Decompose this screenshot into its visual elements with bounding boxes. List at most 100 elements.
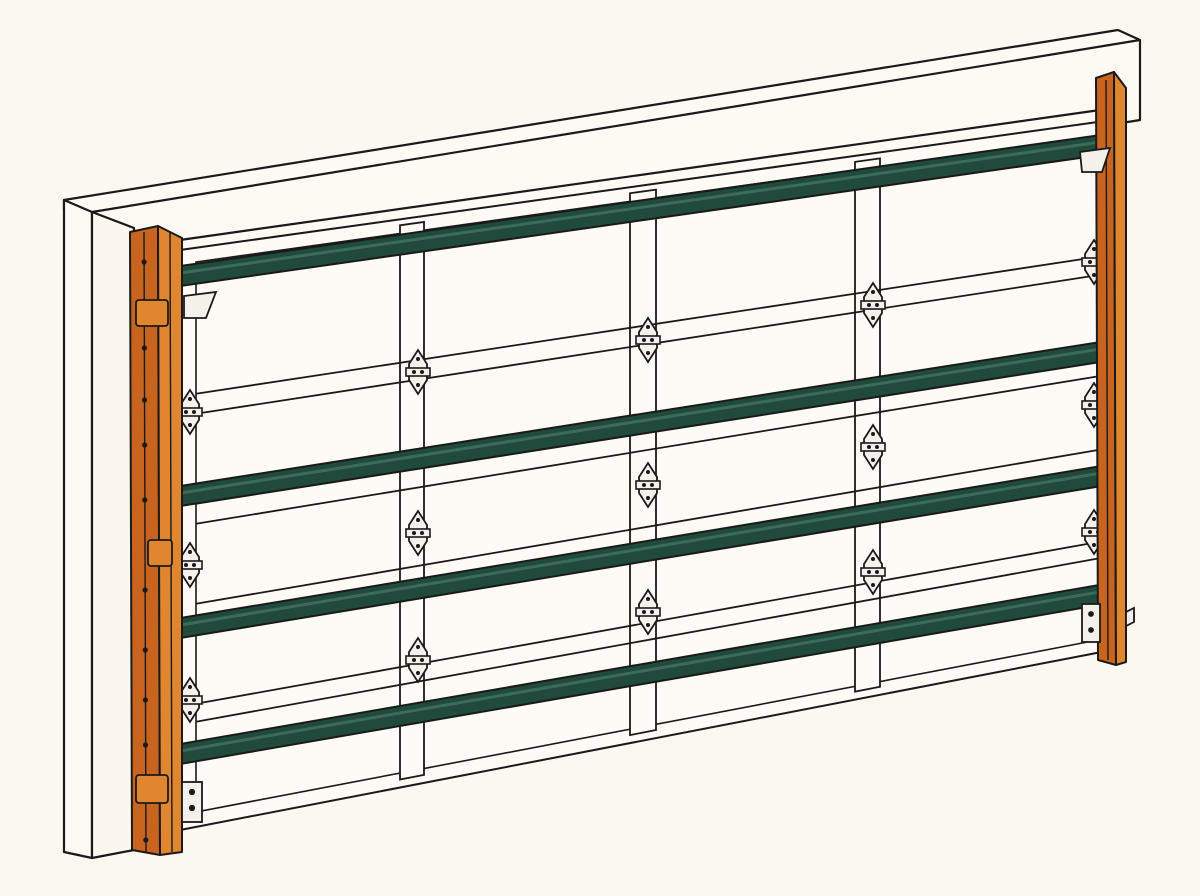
- hinge-plate-icon: [860, 281, 886, 329]
- hinge-knuckle: [860, 567, 886, 577]
- hinge-screw: [871, 316, 875, 320]
- hinge-screw: [184, 563, 188, 567]
- hinge-screw: [420, 370, 424, 374]
- hinge-plate-icon: [635, 588, 661, 636]
- hinge-screw: [188, 576, 192, 580]
- hinge-plate-icon: [405, 509, 431, 557]
- hinge-screw: [642, 483, 646, 487]
- hinge-screw: [650, 483, 654, 487]
- track-bracket-icon: [181, 781, 203, 823]
- track-bracket-icon: [147, 539, 173, 567]
- hinge-screw: [192, 698, 196, 702]
- hinge-screw: [416, 383, 420, 387]
- track-bolt: [142, 442, 148, 448]
- track-bolt: [141, 397, 148, 403]
- hinge-screw: [420, 658, 424, 662]
- hinge-screw: [188, 711, 192, 715]
- track-bracket-icon: [135, 774, 169, 804]
- strut-highlight: [181, 138, 1115, 275]
- track-bolt: [142, 587, 148, 593]
- section-rail-line: [195, 449, 1099, 605]
- hinge-screw: [650, 610, 654, 614]
- track-bolt: [142, 647, 148, 653]
- hinge-screw: [867, 445, 871, 449]
- hinge-screw: [1088, 403, 1092, 407]
- hinge-knuckle: [635, 335, 661, 345]
- hinge-screw: [1092, 416, 1096, 420]
- hinge-knuckle: [405, 367, 431, 377]
- hinge-screw: [871, 557, 875, 561]
- hinge-screw: [871, 583, 875, 587]
- hinge-screw: [646, 351, 650, 355]
- section-rail-line: [195, 375, 1099, 525]
- hinge-group: [177, 238, 1107, 724]
- hinge-knuckle: [860, 300, 886, 310]
- hinge-screw: [184, 410, 188, 414]
- wall-frame: [62, 28, 1142, 860]
- track-bracket-icon: [1081, 603, 1101, 643]
- top-left-roller-bracket: [183, 290, 218, 319]
- roller-icon: [1088, 611, 1094, 617]
- hinge-screw: [646, 470, 650, 474]
- hinge-screw: [650, 338, 654, 342]
- hinge-screw: [867, 570, 871, 574]
- hinge-plate-icon: [860, 423, 886, 471]
- hinge-screw: [1092, 247, 1096, 251]
- hinge-screw: [1092, 390, 1096, 394]
- hinge-screw: [646, 623, 650, 627]
- left-track-groove: [143, 231, 147, 853]
- hinge-screw: [871, 290, 875, 294]
- track-bracket-icon: [1079, 146, 1112, 173]
- hinge-knuckle: [405, 528, 431, 538]
- hinge-screw: [646, 597, 650, 601]
- hinge-screw: [1088, 530, 1092, 534]
- latch-icon: [1125, 606, 1135, 628]
- hinge-screw: [867, 303, 871, 307]
- hinge-screw: [192, 563, 196, 567]
- door-stile: [854, 157, 881, 693]
- hinge-screw: [1092, 517, 1096, 521]
- hinge-screw: [184, 698, 188, 702]
- header-inner-edge: [179, 108, 1101, 242]
- hinge-screw: [1092, 543, 1096, 547]
- hinge-screw: [871, 458, 875, 462]
- header-lower-edge: [91, 38, 1141, 214]
- hinge-plate-icon: [177, 541, 203, 589]
- hinge-plate-icon: [177, 388, 203, 436]
- right-track-groove: [1105, 79, 1109, 661]
- hinge-screw: [412, 370, 416, 374]
- bottom-left-bracket: [181, 781, 203, 823]
- hinge-screw: [412, 531, 416, 535]
- bottom-right-bracket: [1081, 603, 1135, 643]
- strut-highlight: [181, 587, 1115, 753]
- hinge-screw: [188, 423, 192, 427]
- hinge-screw: [188, 397, 192, 401]
- hinge-screw: [646, 496, 650, 500]
- track-bolt: [141, 345, 147, 351]
- hinge-screw: [1088, 260, 1092, 264]
- hinge-knuckle: [635, 480, 661, 490]
- roller-icon: [188, 788, 196, 796]
- track-bracket-icon: [135, 299, 169, 327]
- hinge-knuckle: [405, 655, 431, 665]
- hinge-knuckle: [860, 442, 886, 452]
- hinge-screw: [188, 550, 192, 554]
- track-bolt: [142, 742, 149, 748]
- hinge-screw: [1092, 273, 1096, 277]
- left-jamb-side: [90, 210, 136, 860]
- track-bolt: [142, 697, 149, 703]
- strut-highlight: [181, 469, 1115, 627]
- hinge-screw: [416, 671, 420, 675]
- track-bracket-icon: [183, 290, 218, 319]
- hinge-knuckle: [635, 607, 661, 617]
- hinge-screw: [420, 531, 424, 535]
- top-right-roller-bracket: [1079, 146, 1112, 173]
- track-bolt: [143, 837, 149, 843]
- hinge-screw: [875, 445, 879, 449]
- hinge-screw: [416, 544, 420, 548]
- left-track-bolts: [141, 259, 149, 843]
- roller-icon: [188, 804, 196, 812]
- hinge-plate-icon: [405, 348, 431, 396]
- left-jamb-face: [62, 198, 94, 860]
